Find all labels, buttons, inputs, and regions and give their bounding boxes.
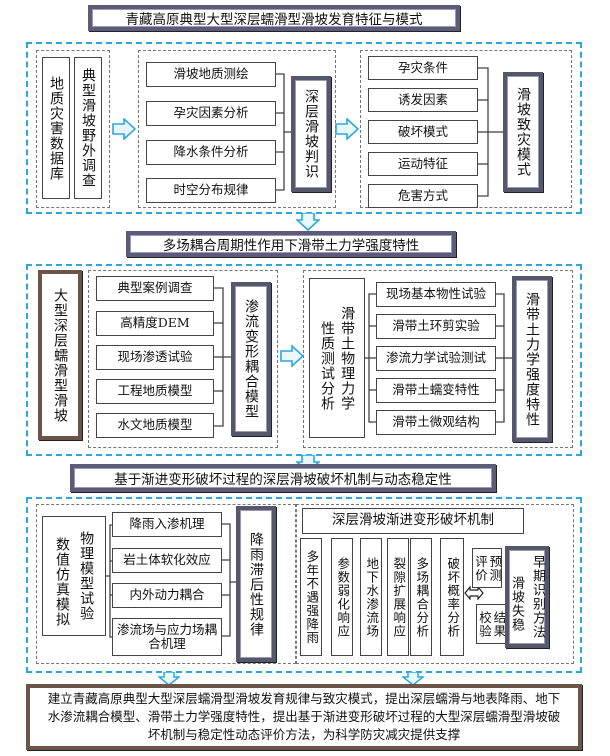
deep-landslide-judge-box: 深层滑坡判识 [291,76,331,192]
large-deep-landslide-box: 大型深层蠕滑型滑坡 [38,270,82,440]
conclusion-text: 建立青藏高原典型大型深层蠕滑型滑坡发育规律与致灾模式，提出深层蠕滑与地表降雨、地… [47,690,561,743]
section1-title-text: 青藏高原典型大型深层蠕滑型滑坡发育特征与模式 [125,12,423,28]
s1-item-1: 孕灾因素分析 [146,101,276,126]
arrow-right-icon [112,118,136,140]
s2-item-1: 高精度DEM [96,311,214,336]
s2-item-4: 水文地质模型 [96,413,214,438]
s2-item-0: 典型案例调查 [96,276,214,301]
arrow-right-icon [335,118,359,140]
arrow-down-icon [158,672,180,686]
double-arrow-icon [464,586,484,600]
result-verification-box: 结果校验 [476,604,506,644]
section3-left-group [36,504,296,664]
s3-item-1: 岩土体软化效应 [112,548,222,573]
section2-right-group [303,270,573,448]
field-survey-text: 典型滑坡野外调查 [80,68,97,188]
section1-title: 青藏高原典型大型深层蠕滑型滑坡发育特征与模式 [88,5,460,31]
s1-connector [276,73,292,191]
simulation-box: 物理模型试验 数值仿真模拟 [42,516,106,636]
s3-col-1: 参数弱化响应 [331,538,353,656]
s1-item-3: 时空分布规律 [146,178,276,203]
s2-test-2: 渗流力学试验测试 [376,346,496,371]
seepage-deformation-model-box: 渗流变形耦合模型 [231,282,271,436]
property-test-text: 性质测试分析 [319,321,335,411]
s2-test-1: 滑带土环剪实验 [376,314,496,339]
disaster-database-box: 地质灾害数据库 [42,57,70,199]
s1-factor-3: 运动特征 [368,152,478,176]
section3-right-group [296,504,574,664]
section1-left-group [36,50,110,208]
s3-item-2: 内外动力耦合 [112,583,222,608]
s2-test-0: 现场基本物性试验 [376,282,496,307]
prediction-evaluation-box: 预测评价 [472,548,502,588]
section3-frame [26,497,582,673]
disaster-database-text: 地质灾害数据库 [48,75,65,181]
slip-soil-physics-box: 滑带土物理力学 性质测试分析 [309,278,365,438]
s1-factor-4: 危害方式 [368,184,478,208]
section3-title: 基于渐进变形破坏过程的深层滑坡破坏机制与动态稳定性 [70,464,496,492]
landslide-instability-text: 滑坡失稳 [509,576,524,632]
s2-connector [214,287,232,427]
s2-connector-3 [496,293,512,423]
s1-connector-2 [478,67,504,197]
field-survey-box: 典型滑坡野外调查 [74,57,102,199]
s3-col-2: 地下水渗流场 [360,538,382,656]
physical-model-text: 物理模型试验 [78,531,95,621]
section3-title-text: 基于渐进变形破坏过程的深层滑坡破坏机制与动态稳定性 [114,472,452,488]
s2-test-4: 滑带土微观结构 [376,410,496,435]
section2-title-text: 多场耦合周期性作用下滑带土力学强度特性 [162,238,420,254]
s3-col-5: 破坏概率分析 [440,538,464,656]
section2-mid-group [88,270,278,448]
s1-factor-0: 孕灾条件 [368,56,478,80]
s3-item-3: 渗流场与应力场耦合机理 [112,618,222,656]
slip-soil-strength-box: 滑带土力学强度特性 [512,276,552,442]
s2-item-2: 现场渗透试验 [96,345,214,370]
early-identification-box: 早期识别方法 滑坡失稳 [505,546,549,648]
s3-col-3: 裂隙扩展响应 [387,538,409,656]
numerical-sim-text: 数值仿真模拟 [54,537,70,627]
arrow-right-icon [280,345,304,367]
section2-title: 多场耦合周期性作用下滑带土力学强度特性 [126,231,456,257]
s2-item-3: 工程地质模型 [96,379,214,404]
progressive-failure-mechanism-box: 深层滑坡渐进变形破坏机制 [302,508,524,534]
s1-item-2: 降水条件分析 [146,140,276,165]
disaster-mode-box: 滑坡致灾模式 [503,72,543,192]
arrow-down-icon [402,672,424,686]
s2-test-3: 滑带土蠕变特性 [376,378,496,403]
arrow-down-icon [296,213,320,231]
s2-connector-2 [365,293,377,423]
s1-factor-1: 诱发因素 [368,88,478,112]
s3-item-0: 降雨入渗机理 [112,512,222,537]
early-identification-text: 早期识别方法 [530,555,545,639]
s1-item-0: 滑坡地质测绘 [146,62,276,87]
slip-soil-physics-text: 滑带土物理力学 [339,305,356,411]
s3-col-4: 多场耦合分析 [410,538,432,656]
rainfall-lag-box: 降雨滞后性规律 [236,506,276,662]
s3-col-0: 多年不遇强降雨 [300,538,322,656]
s1-factor-2: 破坏模式 [368,120,478,144]
conclusion-box: 建立青藏高原典型大型深层蠕滑型滑坡发育规律与致灾模式，提出深层蠕滑与地表降雨、地… [26,684,582,750]
